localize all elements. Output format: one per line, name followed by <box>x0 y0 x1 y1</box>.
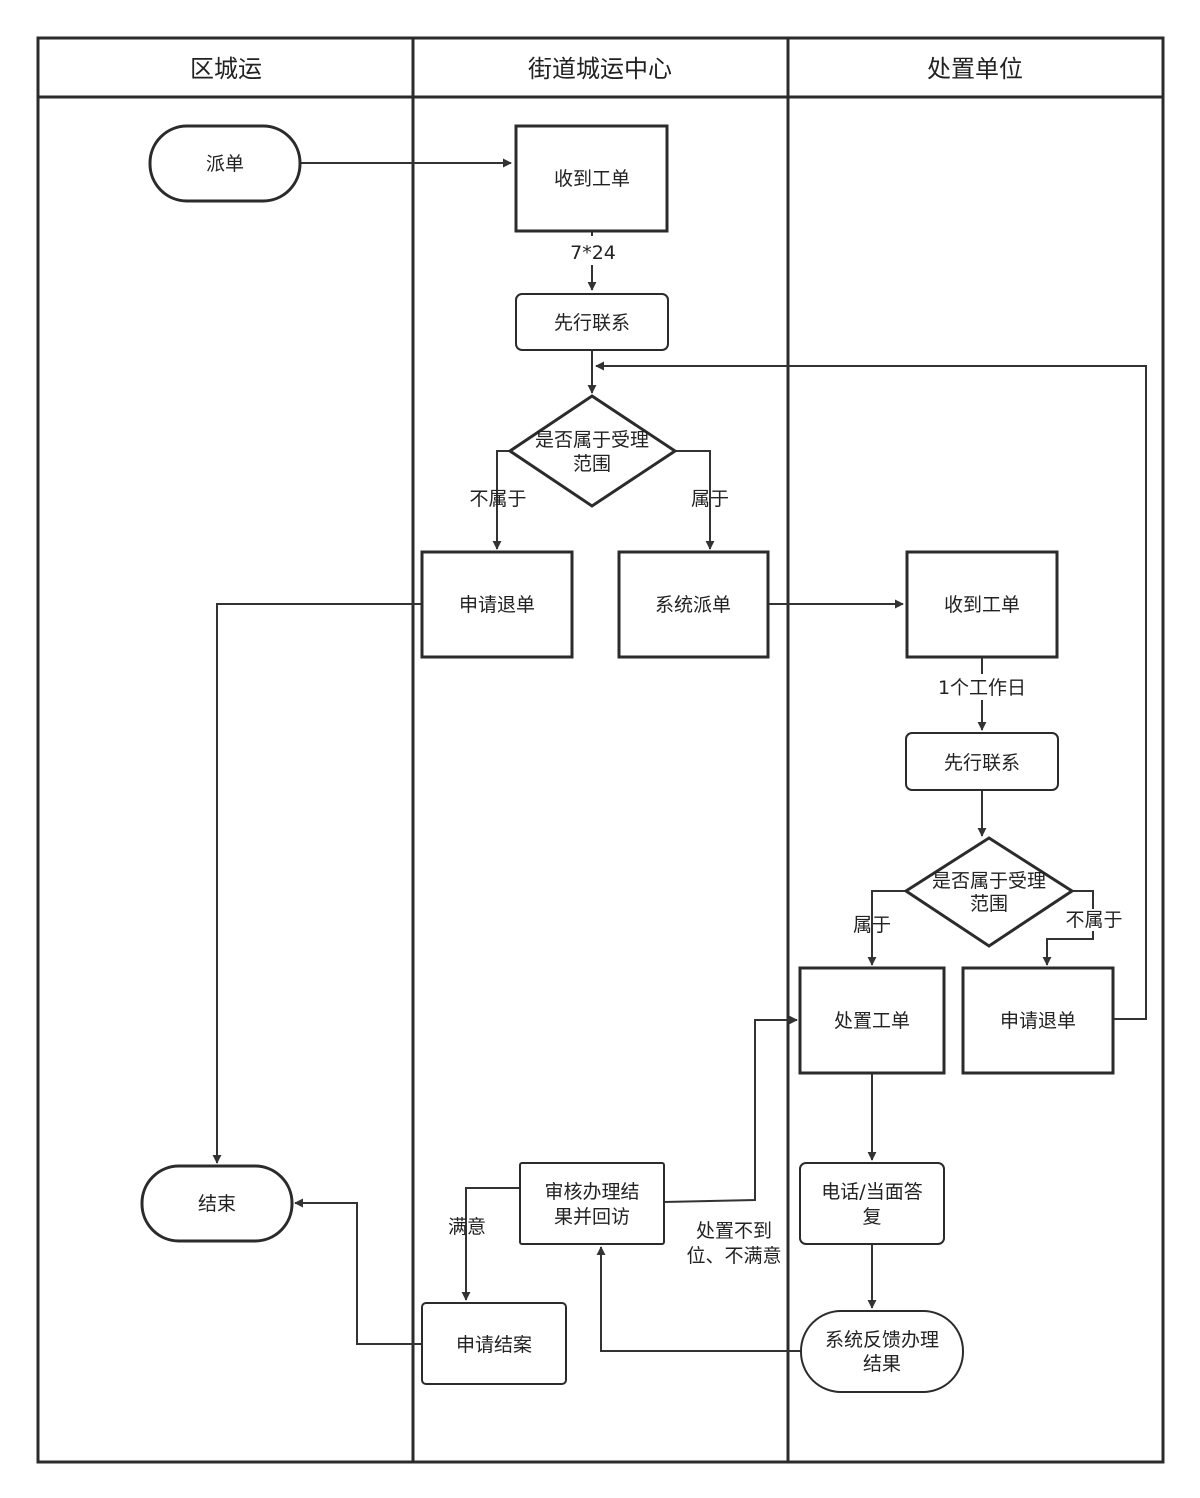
edge-review-to-close <box>461 1187 521 1301</box>
node-end: 结束 <box>140 1164 294 1243</box>
node-receive-street-label: 收到工单 <box>554 168 630 190</box>
node-dispatch-label: 派单 <box>206 153 244 175</box>
node-feedback-line2: 结果 <box>863 1353 901 1375</box>
swimlane-frame <box>36 36 1165 1464</box>
node-contact-handler-label: 先行联系 <box>944 752 1020 774</box>
node-feedback: 系统反馈办理 结果 <box>800 1310 964 1393</box>
node-receive-handler: 收到工单 <box>905 550 1059 659</box>
node-decision-handler: 是否属于受理 范围 <box>903 836 1075 948</box>
edge-label-unsatisfied-line1: 处置不到 <box>696 1220 772 1242</box>
node-receive-handler-label: 收到工单 <box>944 594 1020 616</box>
node-contact-street: 先行联系 <box>515 293 669 351</box>
edge-label-belong-handler: 属于 <box>853 914 891 936</box>
node-apply-return-street-label: 申请退单 <box>459 594 535 616</box>
node-apply-return-handler: 申请退单 <box>961 966 1115 1075</box>
node-contact-handler: 先行联系 <box>905 732 1059 791</box>
node-review-line1: 审核办理结 <box>544 1181 639 1203</box>
node-decision-street-line2: 范围 <box>573 453 611 475</box>
edge-feedback-to-review <box>596 1246 801 1352</box>
node-handle-order: 处置工单 <box>798 966 946 1075</box>
edge-label-unsatisfied-line2: 位、不满意 <box>686 1245 781 1267</box>
node-system-dispatch-label: 系统派单 <box>655 594 731 616</box>
edge-return-to-end <box>212 603 422 1164</box>
node-apply-return-street: 申请退单 <box>420 550 574 659</box>
edge-decision-to-system-dispatch <box>675 450 715 550</box>
node-handle-order-label: 处置工单 <box>834 1010 910 1032</box>
node-review-line2: 果并回访 <box>554 1206 630 1228</box>
node-end-label: 结束 <box>198 1193 236 1215</box>
node-dispatch: 派单 <box>148 124 302 203</box>
edge-decision2-to-return2-a <box>1072 890 1094 909</box>
node-apply-close-label: 申请结案 <box>456 1334 532 1356</box>
node-reply-line1: 电话/当面答 <box>821 1181 922 1203</box>
node-feedback-line1: 系统反馈办理 <box>825 1329 939 1351</box>
edge-decision-to-return <box>492 450 510 550</box>
node-contact-street-label: 先行联系 <box>554 312 630 334</box>
lane-title-handler: 处置单位 <box>927 55 1023 83</box>
node-review: 审核办理结 果并回访 <box>519 1162 665 1245</box>
node-apply-close: 申请结案 <box>421 1302 567 1385</box>
edge-label-not-belong-street: 不属于 <box>469 488 526 510</box>
node-system-dispatch: 系统派单 <box>617 550 770 659</box>
node-decision-street-line1: 是否属于受理 <box>535 429 649 451</box>
edge-close-to-end <box>294 1198 422 1345</box>
edge-decision2-to-return2-b <box>1042 931 1094 966</box>
edge-label-not-belong-handler: 不属于 <box>1065 909 1122 931</box>
edge-label-satisfied: 满意 <box>448 1216 486 1238</box>
edge-label-one-workday: 1个工作日 <box>938 677 1026 699</box>
edge-return2-to-street <box>595 361 1147 1020</box>
edge-label-belong-street: 属于 <box>691 488 729 510</box>
node-receive-street: 收到工单 <box>514 124 669 233</box>
edge-decision2-to-handle <box>867 890 906 966</box>
lane-title-street: 街道城运中心 <box>528 55 672 83</box>
node-decision-handler-line2: 范围 <box>970 893 1008 915</box>
edge-review-to-handle <box>663 1015 798 1203</box>
edge-label-247: 7*24 <box>570 242 616 264</box>
node-decision-street: 是否属于受理 范围 <box>507 394 678 508</box>
node-apply-return-handler-label: 申请退单 <box>1000 1010 1076 1032</box>
node-reply: 电话/当面答 复 <box>799 1162 945 1245</box>
lane-title-district: 区城运 <box>190 55 262 83</box>
node-decision-handler-line1: 是否属于受理 <box>932 870 1046 892</box>
node-reply-line2: 复 <box>862 1206 881 1228</box>
connectors <box>212 158 1147 1352</box>
